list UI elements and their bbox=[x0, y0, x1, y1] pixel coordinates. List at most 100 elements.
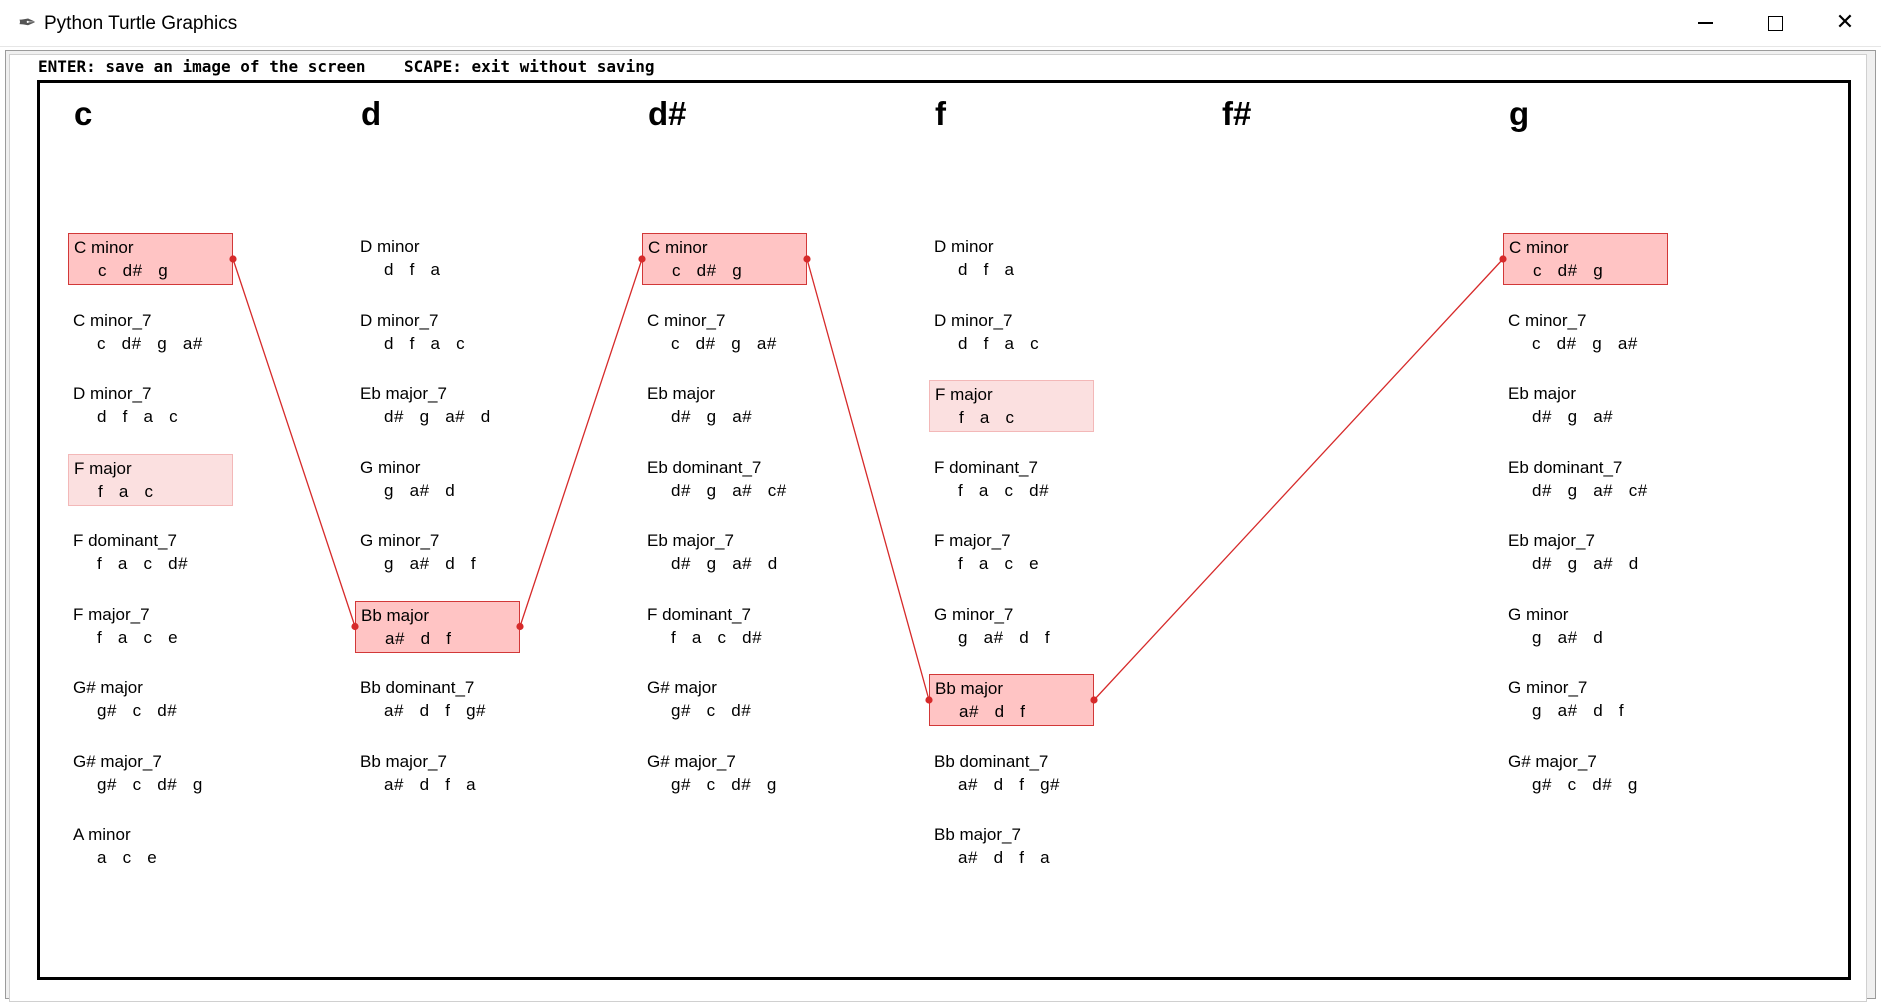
chord-name: Eb major_7 bbox=[1508, 531, 1595, 550]
chord-name: F major bbox=[935, 385, 993, 404]
chord-notes: d# g a# d bbox=[671, 554, 778, 573]
column-header: f bbox=[935, 95, 946, 132]
chord-name: D minor_7 bbox=[360, 310, 439, 330]
chord-notes: c d# g a# bbox=[97, 333, 203, 353]
chord-name: C minor_7 bbox=[1508, 310, 1587, 330]
chord-notes: g a# d bbox=[1532, 627, 1604, 647]
chord-name: D minor_7 bbox=[934, 310, 1013, 330]
maximize-button[interactable] bbox=[1740, 0, 1810, 46]
chord-notes: d# g a# c# bbox=[671, 480, 787, 500]
chord-name: G minor_7 bbox=[934, 604, 1014, 624]
chord-option[interactable]: F major f a c bbox=[929, 380, 1094, 432]
chord-name: G minor_7 bbox=[1508, 678, 1588, 697]
chord-option[interactable]: Bb major_7 a# d f a bbox=[355, 748, 520, 800]
chord-name: Eb major_7 bbox=[647, 531, 734, 550]
chord-notes: d f a c bbox=[384, 333, 466, 353]
chord-notes: c d# g bbox=[98, 261, 169, 280]
chord-option[interactable]: Eb major_7 d# g a# d bbox=[355, 380, 520, 432]
chord-notes: a# d f a bbox=[958, 848, 1051, 867]
chord-notes: g# c d# bbox=[671, 701, 752, 720]
chord-name: G# major_7 bbox=[73, 751, 162, 771]
chord-name: F dominant_7 bbox=[934, 457, 1038, 477]
chord-name: Bb dominant_7 bbox=[360, 678, 475, 697]
chord-name: Bb major_7 bbox=[360, 751, 447, 771]
chord-notes: g# c d# bbox=[97, 701, 178, 720]
column-header: c bbox=[74, 95, 93, 132]
chord-name: Eb major_7 bbox=[360, 384, 447, 403]
close-button[interactable]: ✕ bbox=[1810, 0, 1880, 46]
chord-notes: a# d f bbox=[959, 702, 1026, 721]
chord-name: G minor bbox=[1508, 604, 1569, 624]
column-header: d# bbox=[648, 95, 687, 132]
chord-notes: f a c bbox=[959, 408, 1015, 427]
chord-option[interactable]: C minor c d# g bbox=[642, 233, 807, 285]
chord-name: D minor bbox=[360, 237, 420, 256]
chord-board-border bbox=[37, 80, 1851, 980]
chord-notes: g a# d f bbox=[1532, 701, 1625, 720]
chord-notes: a c e bbox=[97, 848, 158, 867]
chord-name: D minor_7 bbox=[73, 384, 152, 403]
chord-notes: f a c d# bbox=[671, 627, 763, 647]
chord-name: F major bbox=[74, 458, 132, 478]
chord-notes: a# d f g# bbox=[384, 701, 487, 720]
chord-notes: a# d f a bbox=[384, 774, 477, 794]
chord-notes: d f a c bbox=[958, 333, 1040, 353]
chord-name: C minor bbox=[1509, 238, 1569, 257]
chord-notes: d# g a# d bbox=[384, 407, 491, 426]
chord-notes: g a# d f bbox=[958, 627, 1051, 647]
chord-option[interactable]: Eb major_7 d# g a# d bbox=[642, 527, 807, 579]
chord-name: C minor_7 bbox=[647, 310, 726, 330]
chord-notes: g# c d# g bbox=[671, 774, 777, 794]
chord-option[interactable]: G minor g a# d bbox=[1503, 601, 1668, 653]
chord-notes: c d# g bbox=[672, 261, 743, 280]
window-title: Python Turtle Graphics bbox=[44, 13, 238, 34]
chord-name: D minor bbox=[934, 237, 994, 256]
column-header: g bbox=[1509, 95, 1530, 132]
minimize-button[interactable] bbox=[1670, 0, 1740, 46]
chord-option[interactable]: Bb dominant_7 a# d f g# bbox=[355, 674, 520, 726]
column-header: f# bbox=[1222, 95, 1252, 132]
chord-name: C minor bbox=[648, 238, 708, 257]
chord-name: Bb major bbox=[361, 605, 430, 625]
chord-notes: a# d f g# bbox=[958, 774, 1061, 794]
chord-notes: c d# g a# bbox=[671, 333, 777, 353]
chord-notes: f a c d# bbox=[97, 554, 189, 573]
window-titlebar[interactable]: ✒ Python Turtle Graphics ✕ bbox=[0, 0, 1881, 47]
chord-notes: f a c e bbox=[958, 554, 1040, 573]
